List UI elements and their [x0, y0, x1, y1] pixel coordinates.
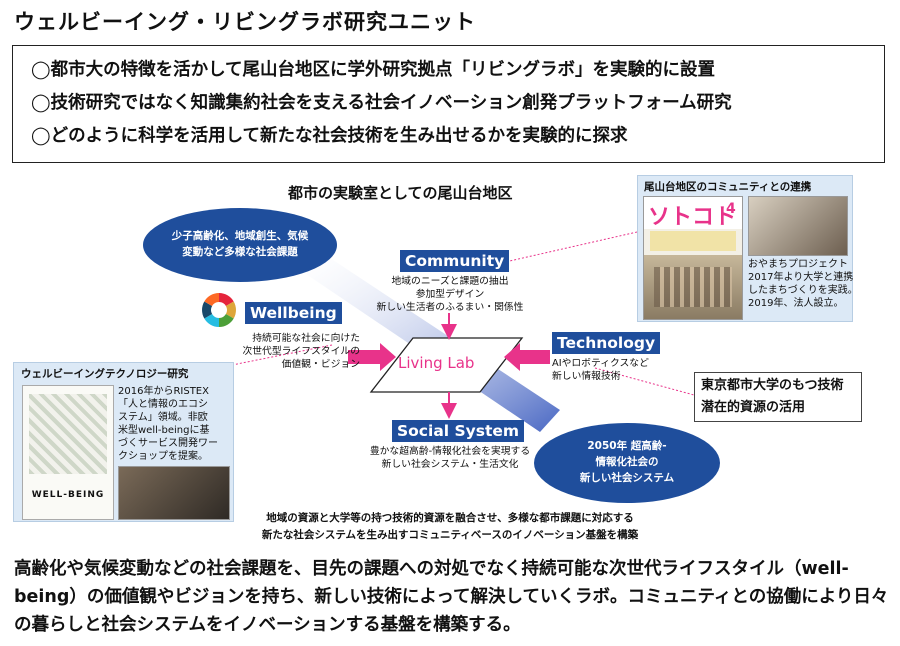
- wellbeing-line: 次世代型ライフスタイルの: [242, 346, 360, 357]
- wellbeing-panel-title: ウェルビーイングテクノロジー研究: [21, 368, 189, 380]
- wellbeing-panel-line: ステム」領域。非欧: [118, 412, 208, 423]
- goal-ellipse: [534, 423, 720, 503]
- goal-ellipse-text: 2050年 超高齢- 情報化社会の 新しい社会システム: [534, 438, 720, 486]
- wellbeing-line: 持続可能な社会に向けた: [252, 333, 360, 344]
- goal-line: 2050年 超高齢-: [587, 440, 667, 452]
- tech-callout-line: 潜在的資源の活用: [701, 400, 806, 415]
- community-line: 地域のニーズと課題の抽出: [391, 276, 509, 287]
- living-lab-label: Living Lab: [398, 354, 475, 372]
- foundation-description: 地域の資源と大学等の持つ技術的資源を融合させ、多様な都市課題に対応する 新たな社…: [0, 510, 900, 544]
- community-panel-line: したまちづくりを実践。: [748, 285, 858, 296]
- community-panel-line: 2017年より大学と連携: [748, 272, 854, 283]
- book-cover-image: WELL-BEING: [22, 385, 114, 520]
- community-meeting-photo: [748, 196, 848, 256]
- living-lab-parallelogram: [369, 337, 524, 393]
- wellbeing-panel-line: クショップを提案。: [118, 451, 208, 462]
- goal-line: 新しい社会システム: [579, 472, 675, 484]
- magazine-title: ソトコト: [648, 205, 737, 230]
- magazine-issue: 4: [726, 201, 736, 217]
- technology-line: AIやロボティクスなど: [552, 358, 649, 369]
- community-label: Community: [400, 250, 510, 272]
- wellbeing-panel-line: 2016年からRISTEX: [118, 386, 209, 397]
- wellbeing-line: 価値観・ビジョン: [281, 359, 360, 370]
- community-panel: 尾山台地区のコミュニティとの連携 ソトコト 4 おやまちプロジェクト 2017年…: [637, 175, 858, 322]
- tech-callout-line: 東京都市大学のもつ技術: [701, 378, 844, 393]
- community-panel-text: おやまちプロジェクト 2017年より大学と連携 したまちづくりを実践。 2019…: [748, 258, 858, 310]
- social-system-label: Social System: [392, 420, 525, 442]
- community-panel-line: おやまちプロジェクト: [748, 259, 848, 270]
- technology-arrow: [504, 343, 550, 371]
- issues-ellipse-text: 少子高齢化、地域創生、気候 変動など多様な社会課題: [143, 228, 337, 260]
- sdgs-wheel-icon: [202, 293, 236, 327]
- tech-callout-box: 東京都市大学のもつ技術 潜在的資源の活用: [694, 372, 862, 422]
- summary-line: ◯都市大の特徴を活かして尾山台地区に学外研究拠点「リビングラボ」を実験的に設置: [31, 60, 716, 80]
- summary-line: ◯技術研究ではなく知識集約社会を支える社会イノベーション創発プラットフォーム研究: [31, 93, 732, 113]
- wellbeing-panel: ウェルビーイングテクノロジー研究 WELL-BEING 2016年からRISTE…: [13, 362, 234, 522]
- social-system-line: 豊かな超高齢-情報化社会を実現する: [369, 446, 531, 457]
- community-panel-line: 2019年、法人設立。: [748, 298, 844, 309]
- technology-line: 新しい情報技術: [552, 371, 621, 382]
- issues-ellipse: [143, 208, 337, 282]
- community-panel-connector: [491, 231, 638, 266]
- foundation-line: 新たな社会システムを生み出すコミュニティベースのイノベーション基盤を構築: [261, 529, 639, 541]
- foundation-line: 地域の資源と大学等の持つ技術的資源を融合させ、多様な都市課題に対応する: [266, 512, 634, 524]
- tech-callout-connector: [594, 367, 695, 396]
- page-title: ウェルビーイング・リビングラボ研究ユニット: [14, 10, 476, 34]
- bottom-summary: 高齢化や気候変動などの社会課題を、目先の課題への対処でなく持続可能な次世代ライフ…: [14, 559, 889, 635]
- summary-box: ◯都市大の特徴を活かして尾山台地区に学外研究拠点「リビングラボ」を実験的に設置 …: [12, 45, 885, 163]
- wellbeing-panel-line: 米型well-beingに基: [118, 425, 210, 436]
- community-panel-title: 尾山台地区のコミュニティとの連携: [644, 181, 812, 193]
- workshop-photo: [118, 466, 230, 520]
- book-title: WELL-BEING: [31, 490, 105, 500]
- community-line: 新しい生活者のふるまい・関係性: [376, 302, 524, 313]
- social-system-description: 豊かな超高齢-情報化社会を実現する 新しい社会システム・生活文化: [350, 445, 550, 471]
- wellbeing-panel-line: 「人と情報のエコシ: [118, 399, 208, 410]
- magazine-cover-image: ソトコト 4: [643, 196, 743, 320]
- issues-line: 変動など多様な社会課題: [182, 246, 298, 258]
- wellbeing-label: Wellbeing: [245, 302, 342, 324]
- technology-label: Technology: [552, 332, 661, 354]
- wellbeing-description: 持続可能な社会に向けた 次世代型ライフスタイルの 価値観・ビジョン: [200, 332, 360, 371]
- community-description: 地域のニーズと課題の抽出 参加型デザイン 新しい生活者のふるまい・関係性: [360, 275, 540, 314]
- goal-line: 情報化社会の: [595, 456, 659, 468]
- summary-line: ◯どのように科学を活用して新たな社会技術を生み出せるかを実験的に探求: [31, 126, 628, 146]
- technology-description: AIやロボティクスなど 新しい情報技術: [552, 357, 649, 383]
- social-system-line: 新しい社会システム・生活文化: [381, 459, 519, 470]
- living-lab-diagram: [143, 208, 720, 503]
- diagram-heading: 都市の実験室としての尾山台地区: [288, 184, 513, 202]
- community-line: 参加型デザイン: [415, 289, 485, 300]
- wellbeing-panel-connector: [231, 344, 333, 366]
- wellbeing-panel-line: づくサービス開発ワー: [118, 438, 218, 449]
- wellbeing-panel-text: 2016年からRISTEX 「人と情報のエコシ ステム」領域。非欧 米型well…: [118, 385, 218, 463]
- wellbeing-arrow: [348, 343, 396, 371]
- issues-line: 少子高齢化、地域創生、気候: [171, 230, 309, 242]
